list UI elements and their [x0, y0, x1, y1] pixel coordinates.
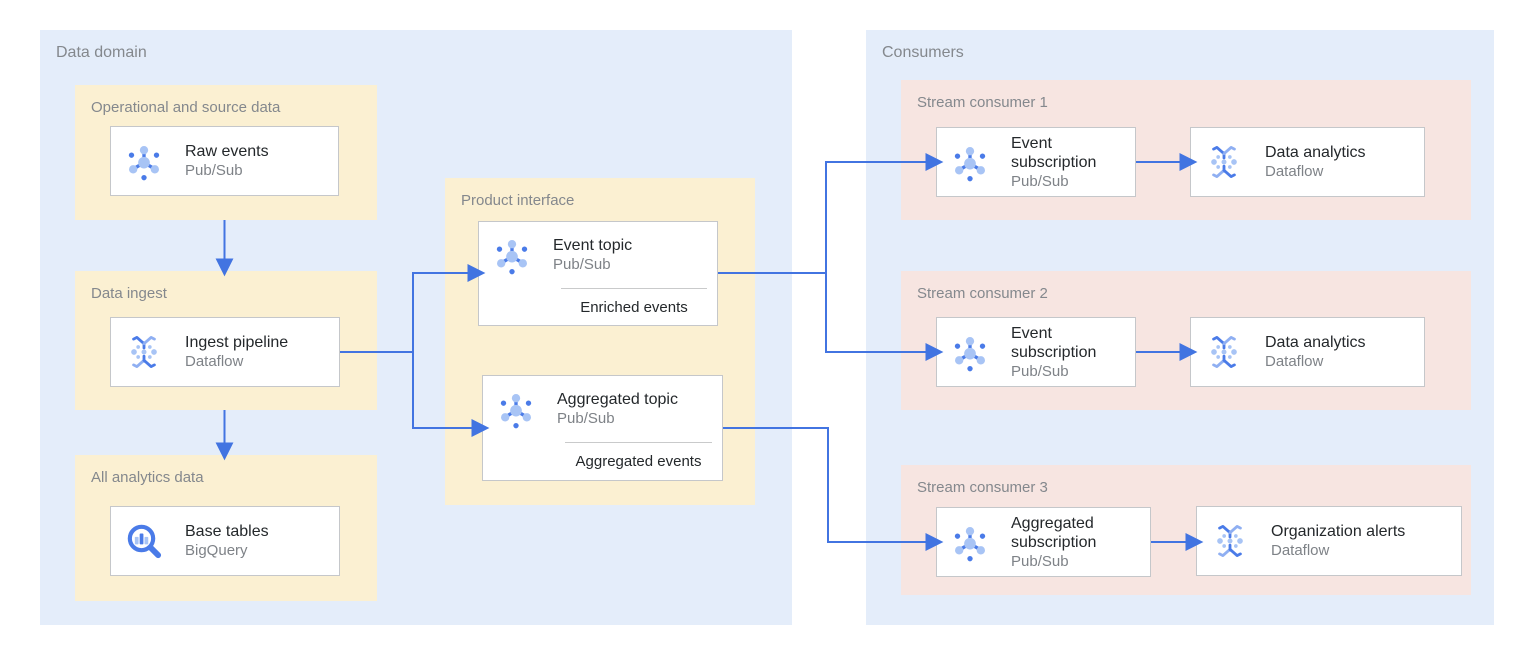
group-operational-source-data: Operational and source data Raw events P…: [75, 85, 377, 220]
dataflow-icon: [1210, 521, 1250, 561]
card-data-analytics-2: Data analytics Dataflow: [1190, 317, 1425, 387]
card-product: Pub/Sub: [1011, 172, 1069, 190]
card-base-tables: Base tables BigQuery: [110, 506, 340, 576]
card-title: Organization alerts: [1271, 523, 1406, 540]
group-stream-consumer-1-label: Stream consumer 1: [917, 94, 1048, 111]
group-product-interface: Product interface Event topic Pub/Sub En…: [445, 178, 755, 505]
card-product: Pub/Sub: [1011, 552, 1069, 570]
card-title: Ingest pipeline: [185, 334, 289, 351]
group-stream-consumer-2-label: Stream consumer 2: [917, 285, 1048, 302]
pubsub-icon: [950, 522, 990, 562]
card-product: Dataflow: [1265, 353, 1324, 370]
dataflow-icon: [124, 332, 164, 372]
card-product: Dataflow: [185, 353, 244, 370]
consumers-label: Consumers: [882, 44, 964, 61]
card-aggregated-subscription: Aggregated subscription Pub/Sub: [936, 507, 1151, 577]
card-title: Data analytics: [1265, 334, 1366, 351]
card-product: Pub/Sub: [553, 256, 611, 273]
card-title: Event subscription: [1011, 324, 1097, 361]
card-title: Data analytics: [1265, 144, 1366, 161]
group-product-interface-label: Product interface: [461, 192, 575, 209]
card-title: Base tables: [185, 523, 269, 540]
card-title: Event topic: [553, 237, 633, 254]
card-product: Pub/Sub: [185, 162, 243, 179]
dataflow-icon: [1204, 142, 1244, 182]
pubsub-icon: [124, 141, 164, 181]
group-all-analytics-data-label: All analytics data: [91, 469, 204, 486]
group-stream-consumer-2: Stream consumer 2 Event subscription Pub…: [901, 271, 1471, 410]
group-operational-source-data-label: Operational and source data: [91, 99, 281, 116]
pubsub-icon: [950, 142, 990, 182]
card-organization-alerts: Organization alerts Dataflow: [1196, 506, 1462, 576]
card-event-subscription-1: Event subscription Pub/Sub: [936, 127, 1136, 197]
topic-divider-section: Enriched events: [561, 288, 707, 325]
group-stream-consumer-3-label: Stream consumer 3: [917, 479, 1048, 496]
card-data-analytics-1: Data analytics Dataflow: [1190, 127, 1425, 197]
card-product: Pub/Sub: [557, 410, 615, 427]
pubsub-icon: [492, 235, 532, 275]
dataflow-icon: [1204, 332, 1244, 372]
pubsub-icon: [950, 332, 990, 372]
group-stream-consumer-3: Stream consumer 3 Aggregated subscriptio…: [901, 465, 1471, 595]
pubsub-icon: [496, 389, 536, 429]
group-stream-consumer-1: Stream consumer 1 Event subscription Pub…: [901, 80, 1471, 220]
card-title: Raw events: [185, 143, 269, 160]
card-product: BigQuery: [185, 542, 248, 559]
card-product: Dataflow: [1265, 163, 1324, 180]
card-raw-events: Raw events Pub/Sub: [110, 126, 339, 196]
card-title: Event subscription: [1011, 134, 1097, 171]
bigquery-icon: [124, 521, 164, 561]
group-data-ingest-label: Data ingest: [91, 285, 167, 302]
group-data-ingest: Data ingest Ingest pipeline Dataflow: [75, 271, 377, 410]
card-event-topic: Event topic Pub/Sub Enriched events: [478, 221, 718, 326]
data-domain-label: Data domain: [56, 44, 147, 61]
card-ingest-pipeline: Ingest pipeline Dataflow: [110, 317, 340, 387]
topic-divider-section: Aggregated events: [565, 442, 712, 480]
card-title: Aggregated subscription: [1011, 514, 1097, 551]
card-aggregated-topic: Aggregated topic Pub/Sub Aggregated even…: [482, 375, 723, 481]
group-all-analytics-data: All analytics data Base tables BigQuery: [75, 455, 377, 601]
card-product: Pub/Sub: [1011, 362, 1069, 380]
card-product: Dataflow: [1271, 542, 1330, 559]
topic-annotation: Enriched events: [580, 298, 688, 316]
card-event-subscription-2: Event subscription Pub/Sub: [936, 317, 1136, 387]
card-title: Aggregated topic: [557, 391, 678, 408]
topic-annotation: Aggregated events: [575, 453, 702, 470]
